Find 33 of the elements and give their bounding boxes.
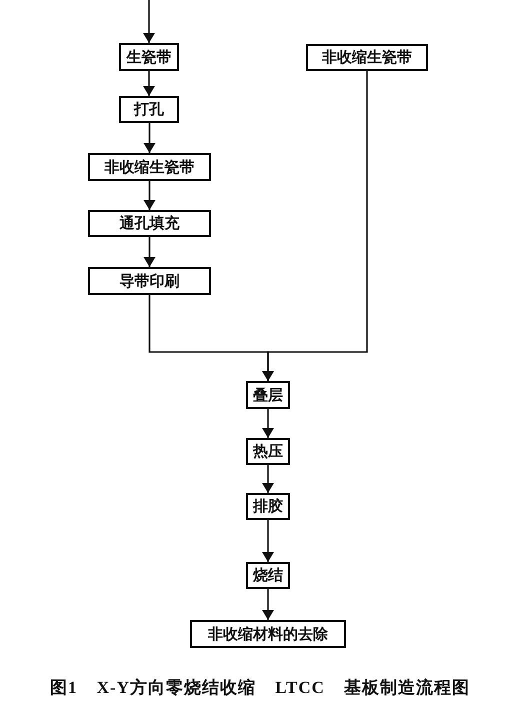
- arrow: [144, 181, 156, 210]
- process-box: [119, 96, 179, 123]
- process-box: [190, 620, 346, 648]
- box-label: 打孔: [134, 102, 164, 117]
- box-label: 非收缩材料的去除: [208, 626, 328, 642]
- process-box: [246, 438, 290, 465]
- box-label: 非收缩生瓷带: [322, 50, 412, 65]
- arrow: [262, 465, 274, 493]
- process-box: [88, 153, 211, 181]
- box-label: 生瓷带: [126, 50, 172, 64]
- box-label: 排胶: [253, 499, 283, 514]
- arrow: [262, 71, 368, 381]
- box-label: 叠层: [253, 388, 283, 402]
- figure-caption: 图1 X-Y方向零烧结收缩 LTCC 基板制造流程图: [50, 677, 470, 698]
- box-label: 热压: [253, 444, 283, 459]
- box-label: 通孔填充: [120, 216, 180, 231]
- process-box: [306, 44, 428, 71]
- box-label: 非收缩生瓷带: [104, 160, 194, 174]
- box-label: 烧结: [253, 568, 283, 583]
- arrow: [262, 589, 274, 620]
- process-box: [119, 43, 179, 71]
- arrow: [144, 237, 156, 267]
- process-box: [88, 267, 211, 295]
- arrow: [143, 0, 155, 43]
- process-box: [88, 210, 211, 237]
- arrow: [143, 71, 155, 96]
- process-box: [246, 381, 290, 409]
- arrow: [262, 520, 274, 562]
- process-box: [246, 562, 290, 589]
- process-box: [246, 493, 290, 520]
- box-label: 导带印刷: [120, 274, 180, 288]
- arrow: [144, 123, 156, 153]
- arrow: [262, 409, 274, 438]
